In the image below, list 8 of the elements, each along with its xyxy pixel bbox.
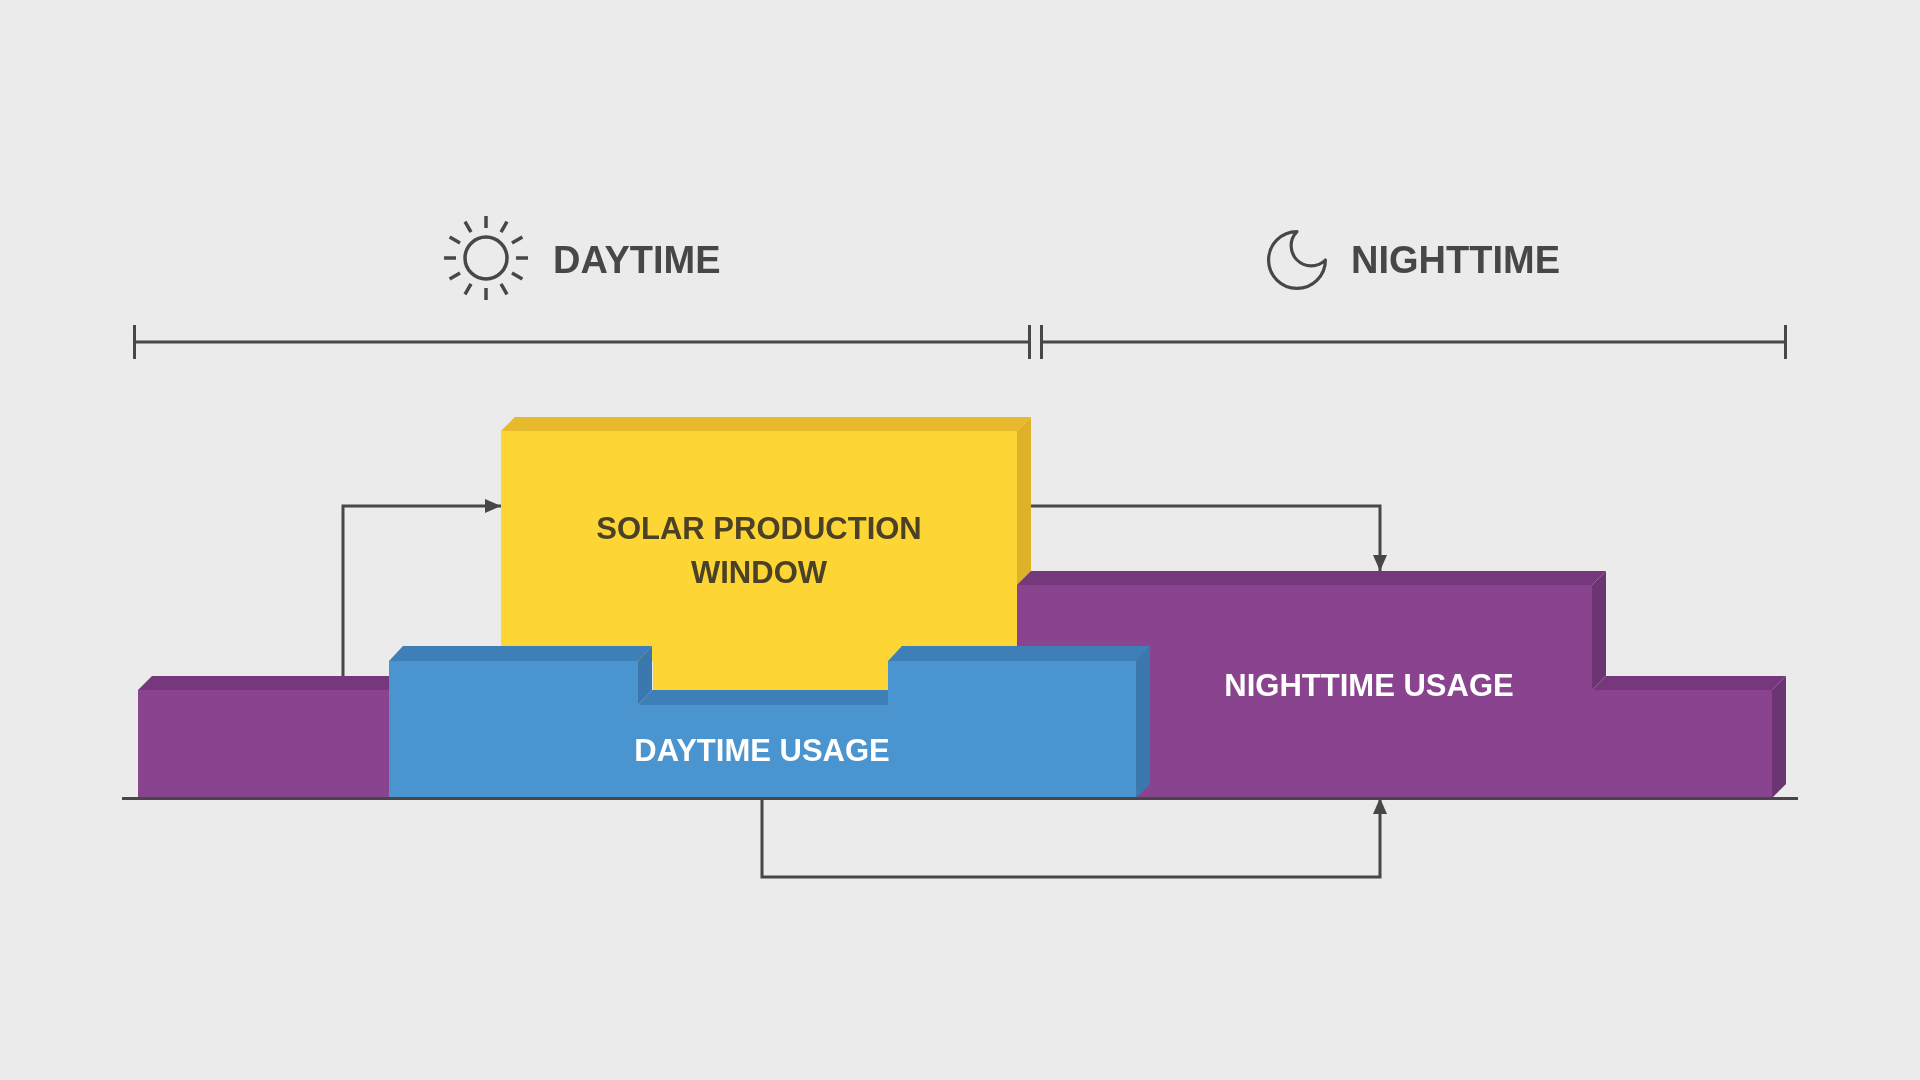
block-label: NIGHTTIME USAGE (1224, 667, 1514, 705)
section-heading: DAYTIME (553, 238, 721, 282)
section-heading: NIGHTTIME (1351, 238, 1560, 282)
connector-arrow (760, 798, 1387, 879)
block-label: SOLAR PRODUCTION WINDOW (595, 510, 923, 592)
block-label: DAYTIME USAGE (634, 732, 890, 770)
connector-arrow (341, 499, 501, 676)
connector-arrow (1031, 504, 1387, 571)
